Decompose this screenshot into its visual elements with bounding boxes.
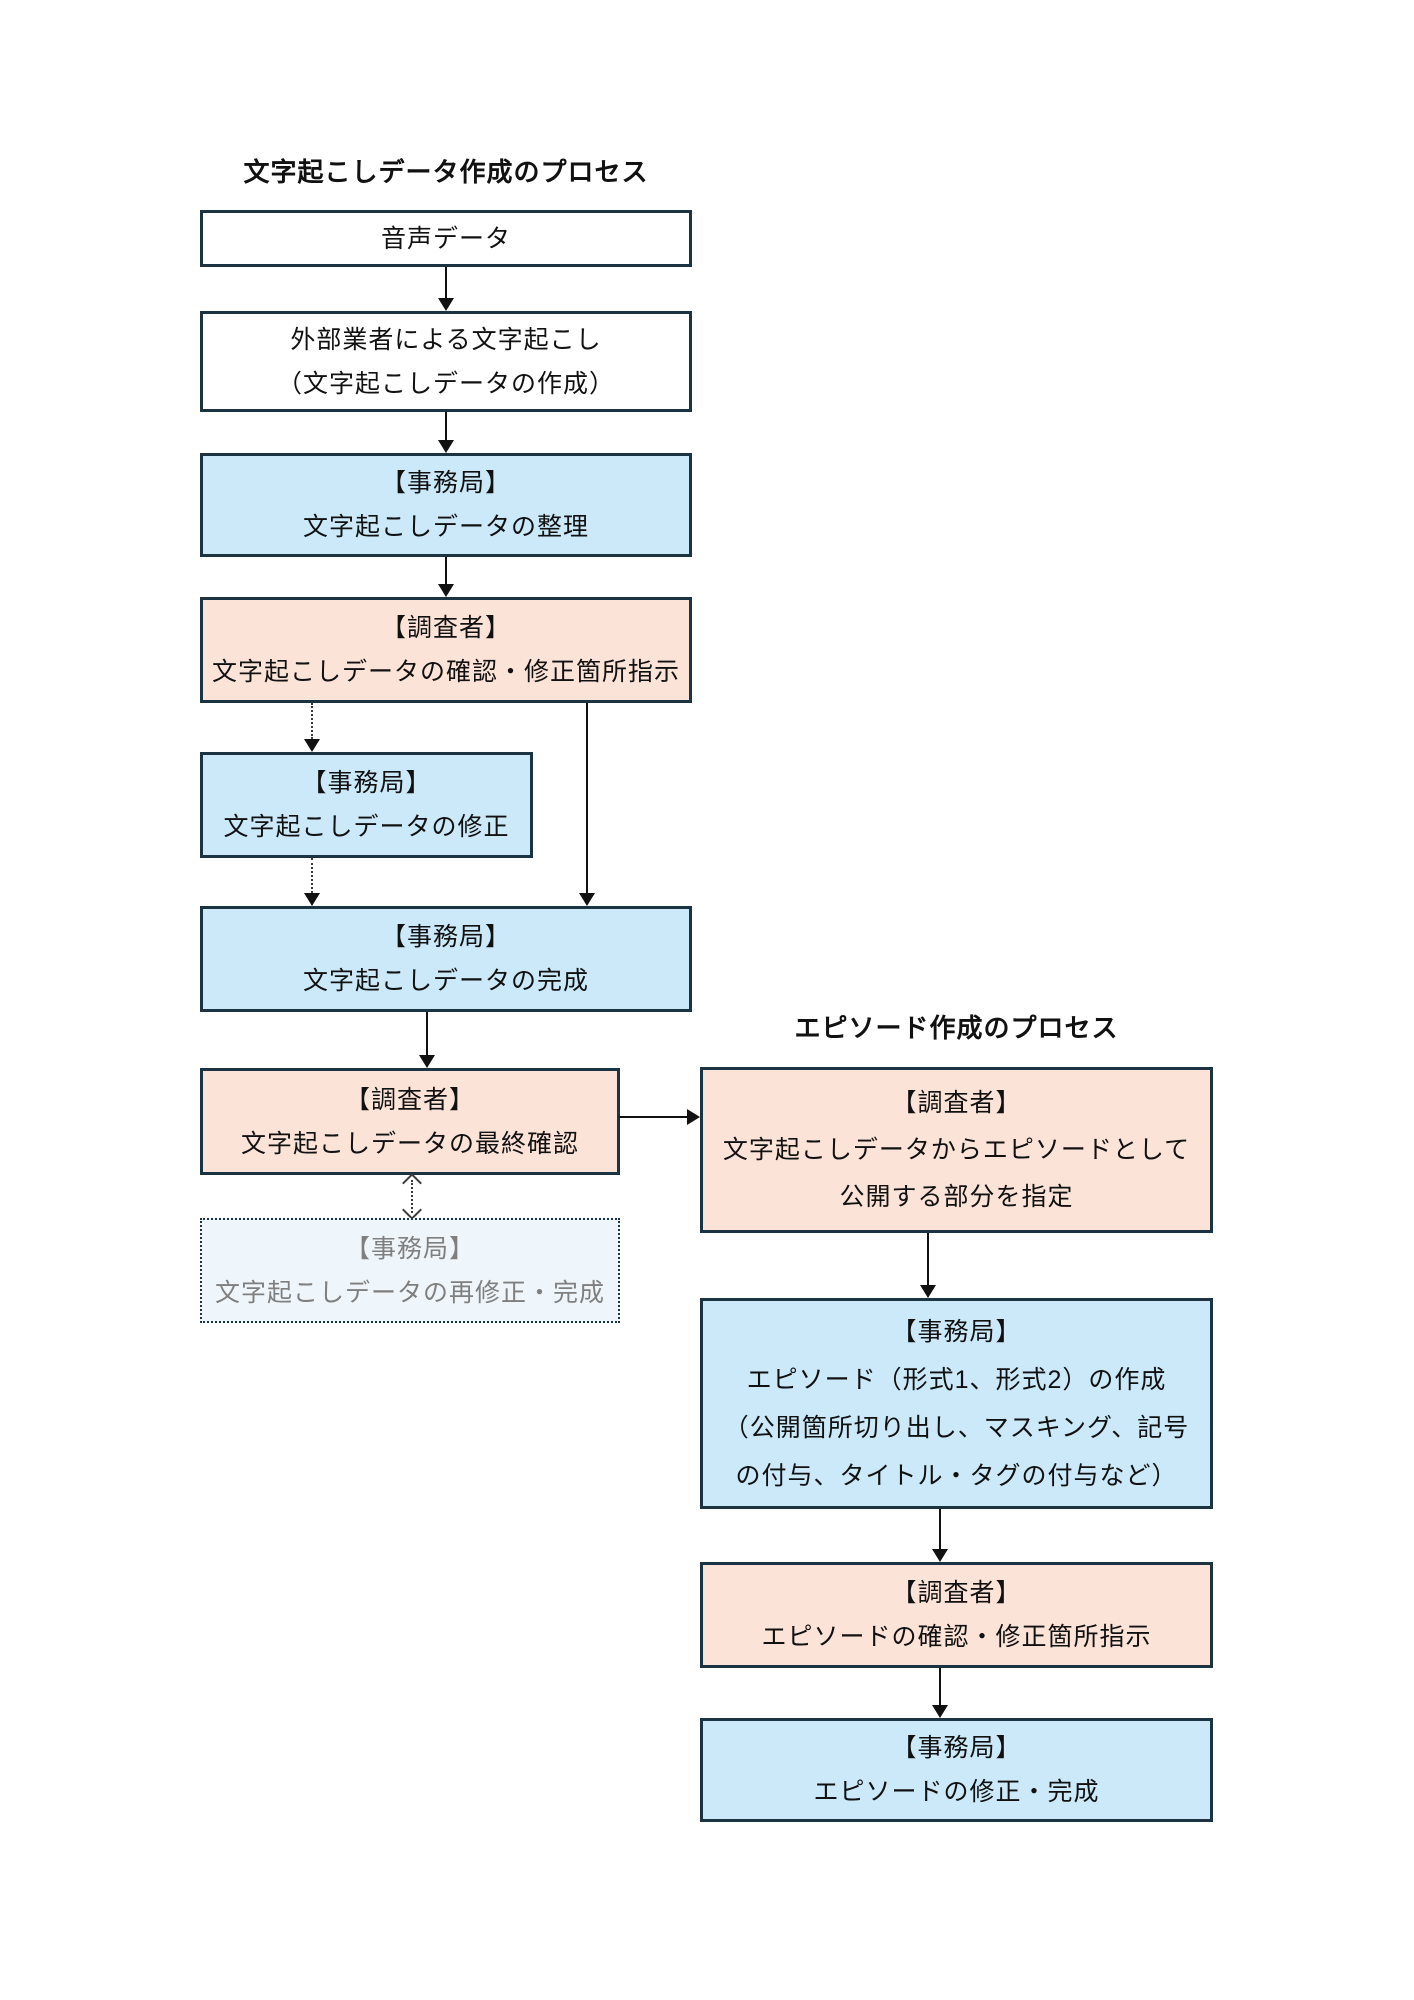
arrowhead-icon xyxy=(932,1705,948,1718)
arrowhead-icon xyxy=(438,584,454,597)
box-role: 【事務局】 xyxy=(301,769,432,797)
arrow-final-refix-dotted xyxy=(411,1180,413,1213)
box-label: 文字起こしデータの修正 xyxy=(223,813,510,841)
arrowhead-icon xyxy=(304,893,320,906)
box-office-organize: 【事務局】 文字起こしデータの整理 xyxy=(200,453,692,557)
arrow-specify-to-create xyxy=(927,1233,929,1285)
arrow-final-to-episode xyxy=(619,1116,687,1118)
box-office-complete: 【事務局】 文字起こしデータの完成 xyxy=(200,906,692,1012)
arrow-check-to-complete xyxy=(586,703,588,893)
arrowhead-down-icon xyxy=(402,1200,422,1220)
arrowhead-icon xyxy=(438,298,454,311)
box-role: 【調査者】 xyxy=(891,1579,1022,1607)
box-role: 【調査者】 xyxy=(344,1085,475,1114)
box-role: 【事務局】 xyxy=(891,1317,1022,1346)
arrowhead-icon xyxy=(419,1055,435,1068)
box-role: 【調査者】 xyxy=(380,614,511,642)
box-office-episode-complete: 【事務局】 エピソードの修正・完成 xyxy=(700,1718,1213,1822)
arrowhead-icon xyxy=(579,893,595,906)
box-label: 音声データ xyxy=(380,224,511,253)
box-label: エピソードの確認・修正箇所指示 xyxy=(761,1623,1152,1651)
box-vendor-transcription: 外部業者による文字起こし （文字起こしデータの作成） xyxy=(200,311,692,412)
box-role: 【事務局】 xyxy=(891,1734,1022,1762)
arrowhead-icon xyxy=(438,440,454,453)
arrow-audio-to-vendor xyxy=(445,267,447,298)
box-label: 文字起こしデータの再修正・完成 xyxy=(214,1278,605,1307)
box-label: エピソード（形式1、形式2）の作成 xyxy=(746,1365,1167,1394)
arrowhead-icon xyxy=(304,739,320,752)
flow2-title: エピソード作成のプロセス xyxy=(794,1013,1119,1043)
box-researcher-check: 【調査者】 文字起こしデータの確認・修正箇所指示 xyxy=(200,597,692,703)
box-role: 【事務局】 xyxy=(344,1234,475,1263)
arrowhead-up-icon xyxy=(402,1173,422,1193)
box-label: 外部業者による文字起こし xyxy=(290,325,602,354)
box-label: 文字起こしデータの整理 xyxy=(302,513,589,541)
box-researcher-episode-check: 【調査者】 エピソードの確認・修正箇所指示 xyxy=(700,1562,1213,1668)
box-label: 文字起こしデータの最終確認 xyxy=(240,1129,579,1158)
box-role: 【調査者】 xyxy=(891,1088,1022,1117)
box-role: 【事務局】 xyxy=(380,469,511,497)
arrow-check-to-fix-dotted xyxy=(311,703,313,739)
arrowhead-right-icon xyxy=(687,1109,700,1125)
box-office-create-episode: 【事務局】 エピソード（形式1、形式2）の作成 （公開箇所切り出し、マスキング、… xyxy=(700,1298,1213,1509)
box-label: の付与、タイトル・タグの付与など） xyxy=(735,1461,1178,1490)
box-researcher-final-check: 【調査者】 文字起こしデータの最終確認 xyxy=(200,1068,620,1175)
box-office-refix: 【事務局】 文字起こしデータの再修正・完成 xyxy=(200,1218,620,1323)
arrow-complete-to-final xyxy=(426,1012,428,1055)
arrowhead-icon xyxy=(932,1549,948,1562)
box-audio-data: 音声データ xyxy=(200,210,692,267)
arrowhead-icon xyxy=(920,1285,936,1298)
box-label: （文字起こしデータの作成） xyxy=(276,369,615,398)
box-office-fix: 【事務局】 文字起こしデータの修正 xyxy=(200,752,533,858)
arrow-fix-to-complete-dotted xyxy=(311,858,313,893)
box-label: 文字起こしデータからエピソードとして xyxy=(722,1135,1191,1164)
flow1-title: 文字起こしデータ作成のプロセス xyxy=(243,157,649,187)
arrow-vendor-to-seiri xyxy=(445,412,447,440)
box-label: 文字起こしデータの完成 xyxy=(302,967,589,995)
box-label: 文字起こしデータの確認・修正箇所指示 xyxy=(211,658,680,686)
box-label: エピソードの修正・完成 xyxy=(813,1778,1100,1806)
box-role: 【事務局】 xyxy=(380,923,511,951)
arrow-check-to-episode-complete xyxy=(939,1668,941,1705)
box-label: （公開箇所切り出し、マスキング、記号 xyxy=(723,1413,1190,1442)
box-researcher-specify: 【調査者】 文字起こしデータからエピソードとして 公開する部分を指定 xyxy=(700,1067,1213,1233)
arrow-seiri-to-check xyxy=(445,557,447,584)
arrow-create-to-check xyxy=(939,1509,941,1549)
box-label: 公開する部分を指定 xyxy=(839,1182,1074,1211)
